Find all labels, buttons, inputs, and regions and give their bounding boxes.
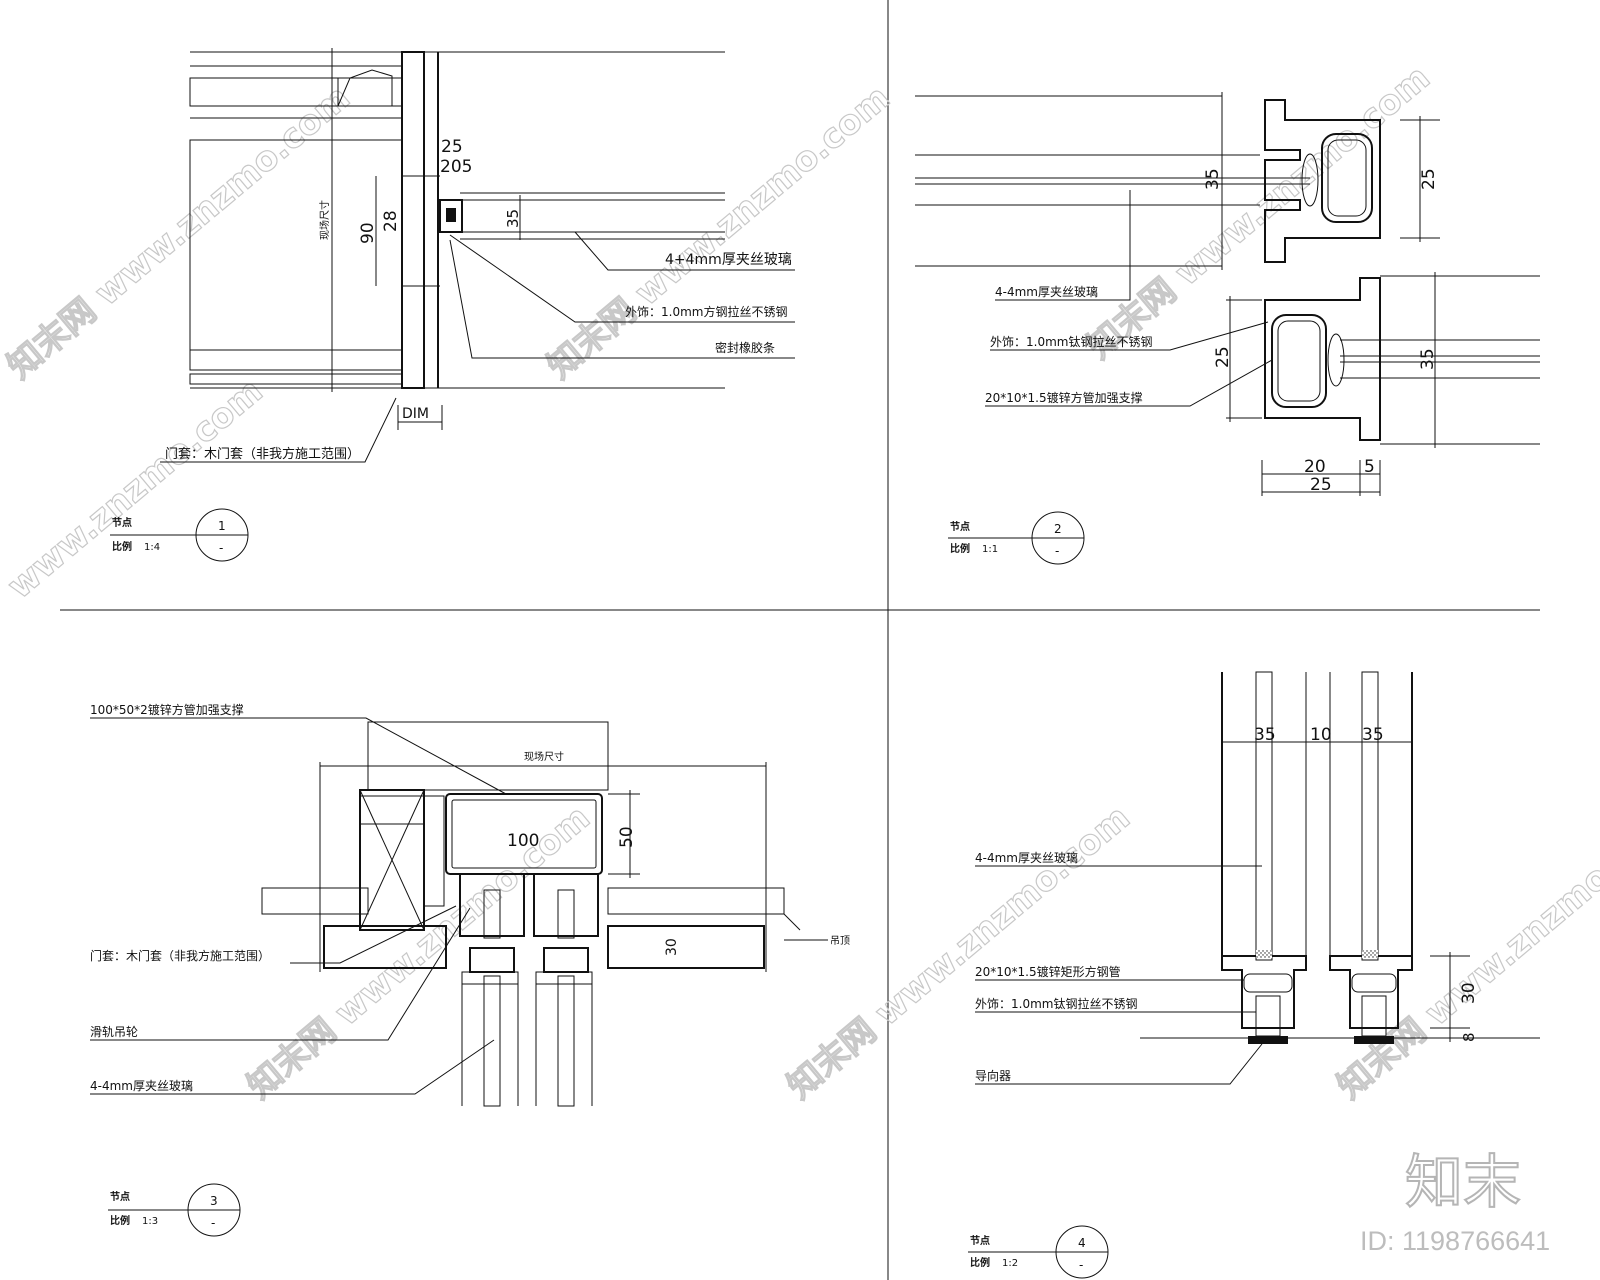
detail-sub-2: - <box>1055 544 1059 558</box>
detail-4: 35 10 35 30 8 4-4mm厚夹丝玻璃 20*10*1.5镀锌矩形方钢… <box>968 671 1540 1279</box>
watermark-logo: 知末 ID: 1198766641 <box>1360 1147 1550 1256</box>
dim-28: 28 <box>381 210 401 232</box>
logo-text: 知末 <box>1405 1148 1521 1216</box>
scale-label-3: 比例 <box>110 1214 130 1227</box>
dim-DIM: DIM <box>402 406 429 422</box>
scale-2: 1:1 <box>982 544 998 555</box>
scale-label-2: 比例 <box>950 542 970 555</box>
callout-trim-1: 外饰：1.0mm方钢拉丝不锈钢 <box>625 304 787 319</box>
detail-number-1: 1 <box>218 519 226 533</box>
svg-text:知末网 www.znzmo.com: 知末网 www.znzmo.com <box>1080 58 1438 367</box>
dim-2-25b: 25 <box>1213 346 1233 368</box>
svg-text:知末网 www.znzmo.com: 知末网 www.znzmo.com <box>780 798 1138 1107</box>
dim-3-30: 30 <box>664 938 680 956</box>
detail-number-2: 2 <box>1054 522 1062 536</box>
dim-2-25c: 25 <box>1310 475 1332 495</box>
callout-tube-3: 100*50*2镀锌方管加强支撑 <box>90 702 244 717</box>
detail-number-4: 4 <box>1078 1236 1086 1250</box>
callout-tube-4: 20*10*1.5镀锌矩形方钢管 <box>975 964 1121 979</box>
callout-seal-1: 密封橡胶条 <box>715 340 775 355</box>
watermark-id: ID: 1198766641 <box>1360 1226 1550 1256</box>
detail-2: 35 25 25 35 20 5 25 4-4mm厚夹丝玻璃 外饰：1.0mm钛… <box>915 92 1540 565</box>
dim-25: 25 <box>441 137 463 157</box>
dim-2-5: 5 <box>1364 457 1375 477</box>
callout-glass-3: 4-4mm厚夹丝玻璃 <box>90 1079 193 1093</box>
dim-4-10: 10 <box>1310 725 1332 745</box>
callout-trim-2: 外饰：1.0mm钛钢拉丝不锈钢 <box>990 334 1152 349</box>
scale-label-1: 比例 <box>112 540 132 553</box>
title-label-3: 节点 <box>110 1190 130 1203</box>
dim-90: 90 <box>358 222 378 244</box>
title-label-1: 节点 <box>112 516 132 529</box>
detail-1: 25 205 28 90 35 现场尺寸 DIM 4+4mm厚夹丝玻璃 外饰：1… <box>110 48 795 562</box>
title-label-4: 节点 <box>970 1234 990 1247</box>
dim-3-50: 50 <box>617 826 637 848</box>
dim-2-35a: 35 <box>1203 168 1223 190</box>
dim-3-100: 100 <box>507 831 539 851</box>
svg-text:知末网 www.znzmo.com: 知末网 www.znzmo.com <box>0 78 358 387</box>
dim-4-35a: 35 <box>1254 725 1276 745</box>
callout-glass-2: 4-4mm厚夹丝玻璃 <box>995 285 1098 299</box>
callout-trim-4: 外饰：1.0mm钛钢拉丝不锈钢 <box>975 996 1137 1011</box>
dim-4-35b: 35 <box>1362 725 1384 745</box>
callout-tube-2: 20*10*1.5镀锌方管加强支撑 <box>985 390 1143 405</box>
callout-doorframe-3: 门套：木门套（非我方施工范围） <box>90 948 270 963</box>
dim-2-35b: 35 <box>1418 348 1438 370</box>
dim-35: 35 <box>504 209 522 228</box>
scale-4: 1:2 <box>1002 1258 1018 1269</box>
dim-4-30: 30 <box>1459 982 1479 1004</box>
detail-3: 100 50 30 现场尺寸 吊顶 100*50*2镀锌方管加强支撑 门套：木门… <box>90 702 850 1237</box>
callout-glass-4: 4-4mm厚夹丝玻璃 <box>975 851 1078 865</box>
detail-sub-3: - <box>211 1216 215 1230</box>
callout-roller-3: 滑轨吊轮 <box>90 1025 138 1039</box>
scale-label-4: 比例 <box>970 1256 990 1269</box>
callout-guide-4: 导向器 <box>975 1068 1011 1083</box>
site-size-label: 现场尺寸 <box>318 200 331 240</box>
detail-sub-1: - <box>219 541 223 555</box>
dim-2-25a: 25 <box>1419 168 1439 190</box>
site-size-label-3: 现场尺寸 <box>524 750 564 763</box>
dim-4-8: 8 <box>1460 1032 1478 1042</box>
detail-sub-4: - <box>1079 1258 1083 1272</box>
callout-doorframe-1: 门套：木门套（非我方施工范围） <box>165 446 360 462</box>
scale-1: 1:4 <box>144 542 160 553</box>
title-label-2: 节点 <box>950 520 970 533</box>
ceiling-label-3: 吊顶 <box>830 935 850 947</box>
dim-2-20: 20 <box>1304 457 1326 477</box>
scale-3: 1:3 <box>142 1216 158 1227</box>
detail-number-3: 3 <box>210 1194 218 1208</box>
dim-205: 205 <box>440 157 472 177</box>
svg-text:www.znzmo.com: www.znzmo.com <box>0 371 270 607</box>
callout-glass-1: 4+4mm厚夹丝玻璃 <box>665 251 792 268</box>
